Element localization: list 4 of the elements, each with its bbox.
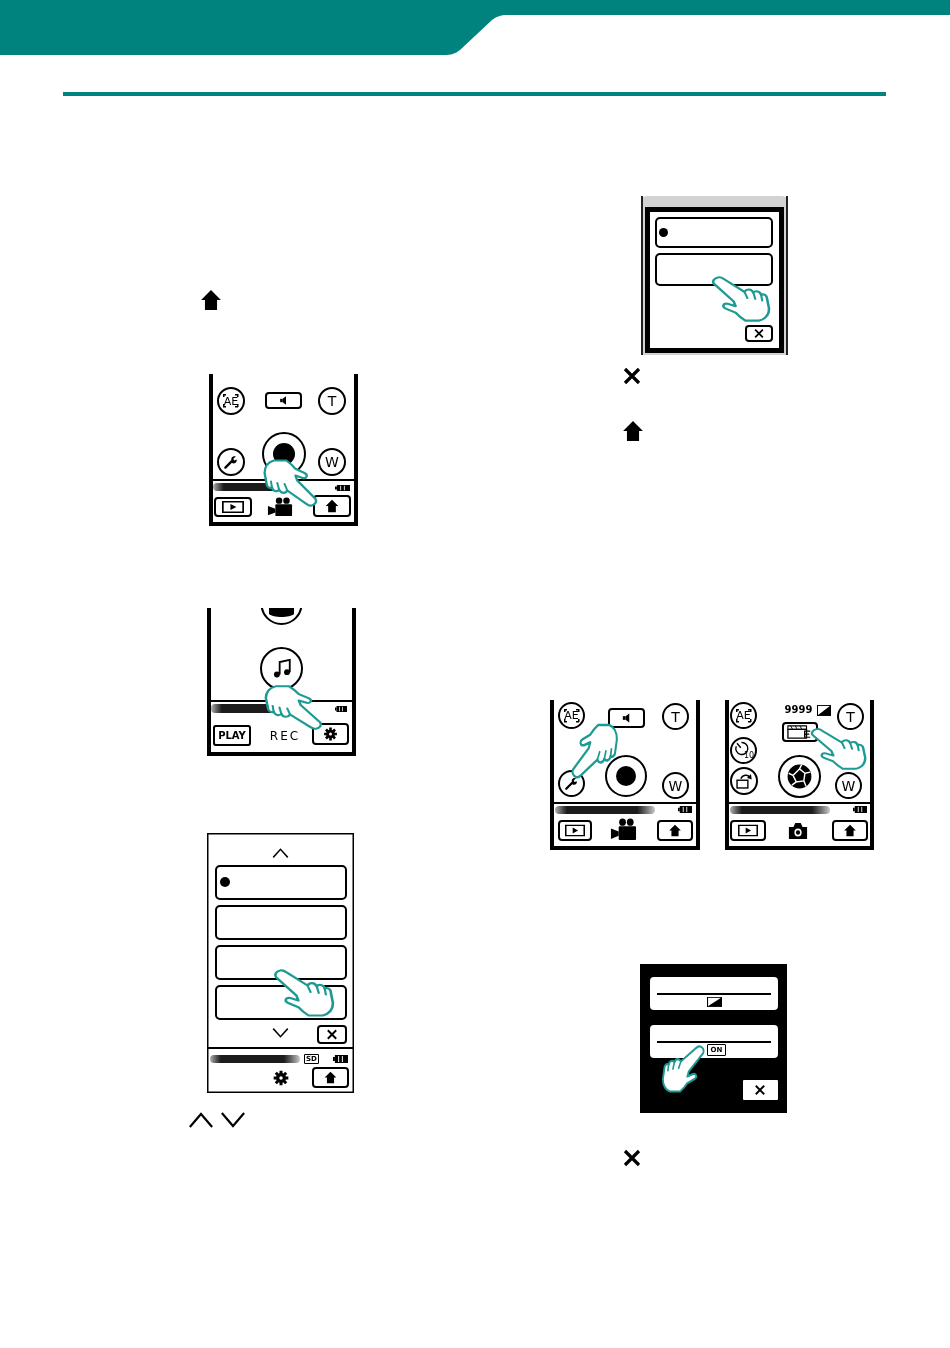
mode-label: REC — [268, 728, 302, 744]
shot-count-label: 9999 — [783, 704, 814, 716]
timer-digits: 10 — [743, 751, 755, 761]
play-button: PLAY — [213, 725, 251, 746]
